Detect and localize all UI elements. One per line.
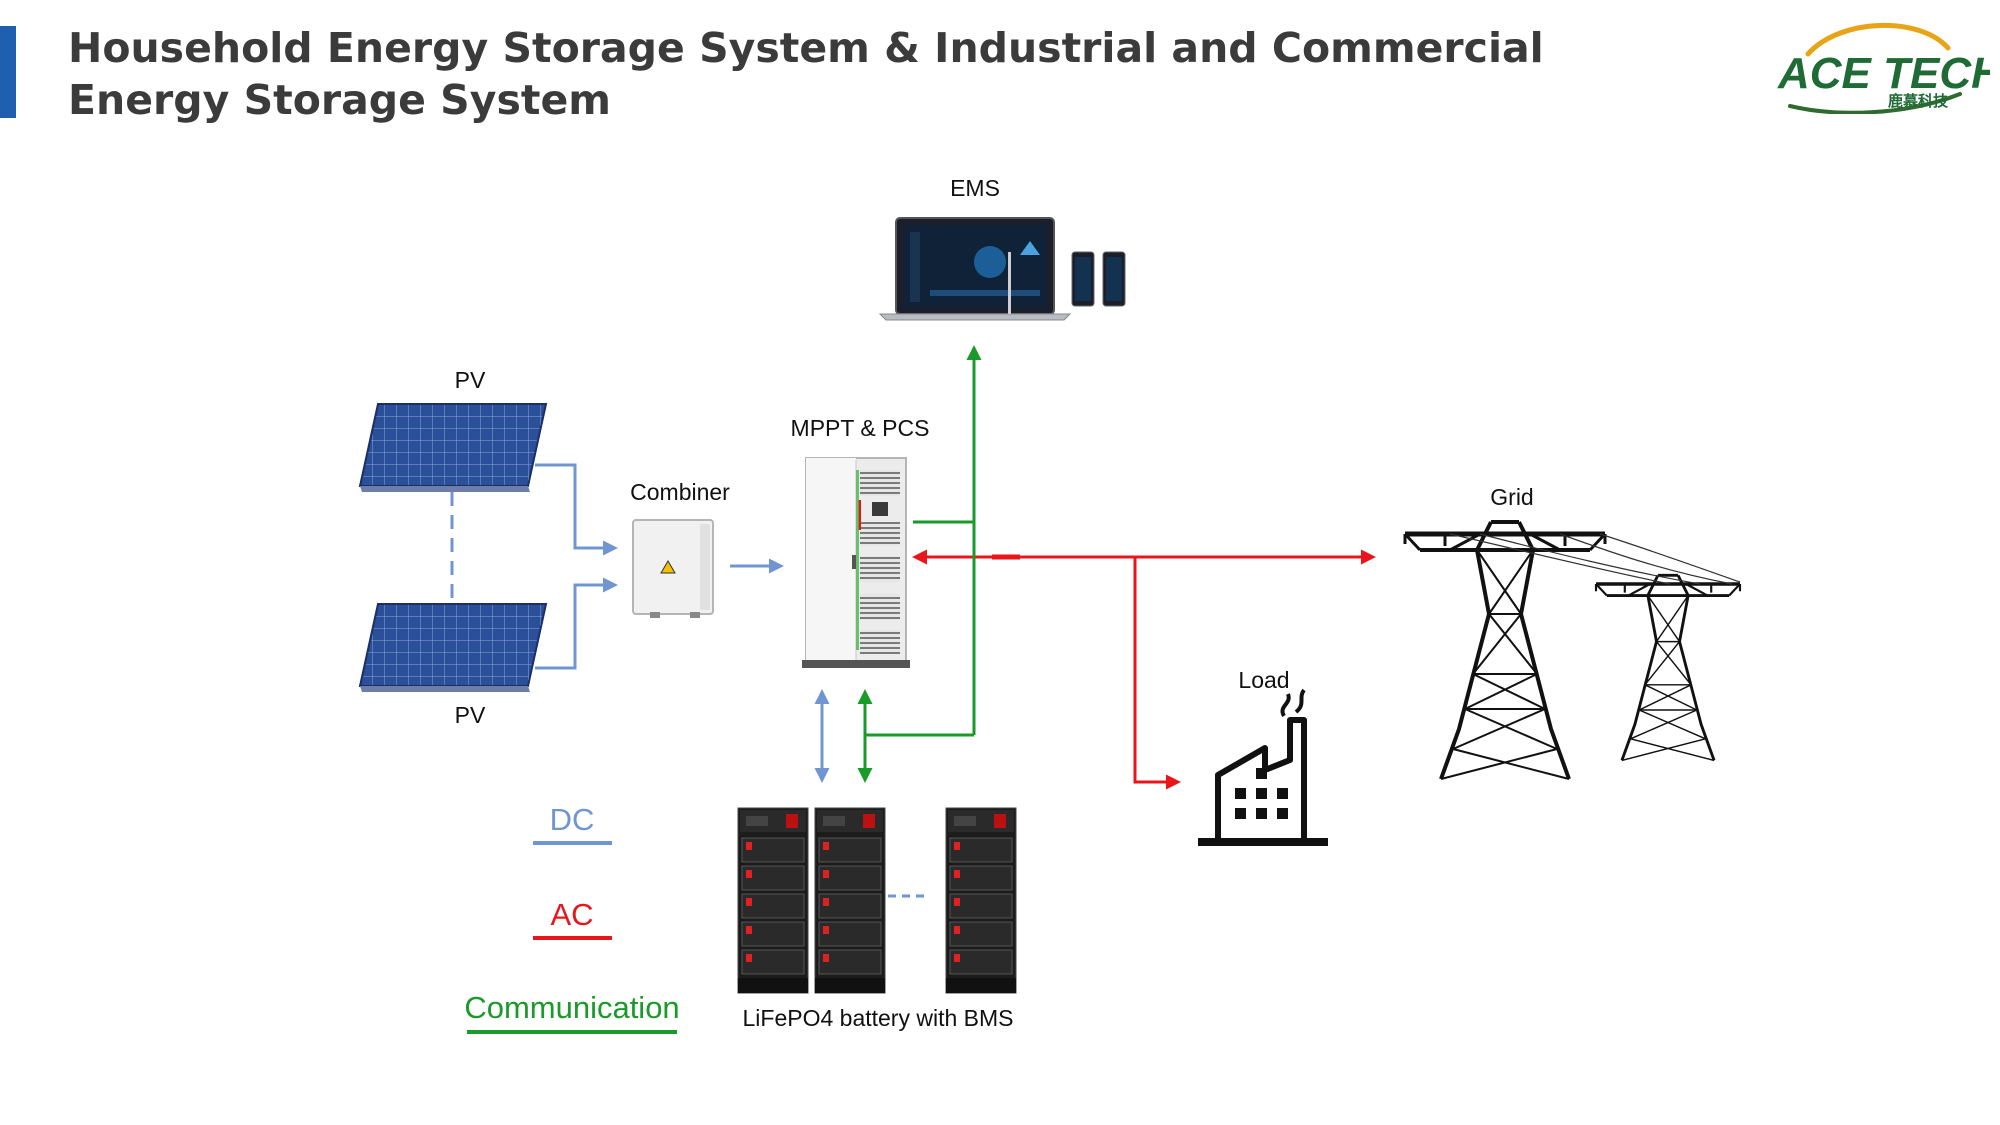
ac-connectors — [912, 549, 1376, 790]
laptop-and-phones-icon — [878, 217, 1126, 321]
ems-label: EMS — [950, 175, 1000, 201]
page-title: Household Energy Storage System & Indust… — [68, 24, 1544, 124]
logo-brand-text: ACE TECH — [1777, 49, 1990, 98]
combiner-node: Combiner — [630, 479, 730, 618]
solar-panel-icon — [359, 403, 547, 493]
load-node: Load — [1198, 667, 1328, 846]
pv-bottom-label: PV — [455, 702, 486, 728]
ace-tech-swoosh-icon — [1805, 23, 1951, 57]
pv-bottom-node: PV — [359, 603, 547, 728]
battery-rack-icon — [737, 807, 1017, 994]
transmission-tower-icon — [1405, 522, 1742, 779]
load-label: Load — [1238, 667, 1289, 693]
legend-communication-label: Communication — [464, 990, 679, 1025]
pcs-label: MPPT & PCS — [791, 415, 930, 441]
legend-dc: DC — [533, 802, 612, 845]
solar-panel-icon — [359, 603, 547, 693]
pv-top-to-combiner-line — [535, 463, 618, 556]
pv-top-label: PV — [455, 367, 486, 393]
title-accent-bar — [0, 26, 16, 118]
company-logo: ACE TECH 鹿慕科技 — [1777, 23, 1990, 114]
battery-node: LiFePO4 battery with BMS — [737, 807, 1017, 1031]
legend-ac-label: AC — [550, 897, 593, 932]
battery-label: LiFePO4 battery with BMS — [743, 1005, 1014, 1031]
communication-connectors — [857, 345, 982, 783]
dc-connectors — [450, 463, 926, 898]
legend-dc-label: DC — [550, 802, 595, 837]
grid-label: Grid — [1490, 484, 1533, 510]
legend: DC AC Communication — [464, 802, 680, 1034]
pcs-cabinet-icon — [802, 457, 910, 668]
legend-ac: AC — [533, 897, 612, 940]
combiner-box-icon — [632, 519, 714, 618]
ac-to-load-arrow — [1133, 557, 1181, 790]
factory-icon — [1198, 688, 1328, 846]
legend-communication: Communication — [464, 990, 680, 1034]
pv-top-node: PV — [359, 367, 547, 493]
pv-bottom-to-combiner-line — [535, 577, 618, 670]
combiner-label: Combiner — [630, 479, 730, 505]
logo-sub-text: 鹿慕科技 — [1888, 92, 1949, 110]
pcs-node: MPPT & PCS — [791, 415, 930, 668]
ems-node: EMS — [878, 175, 1126, 321]
grid-node: Grid — [1405, 484, 1742, 779]
